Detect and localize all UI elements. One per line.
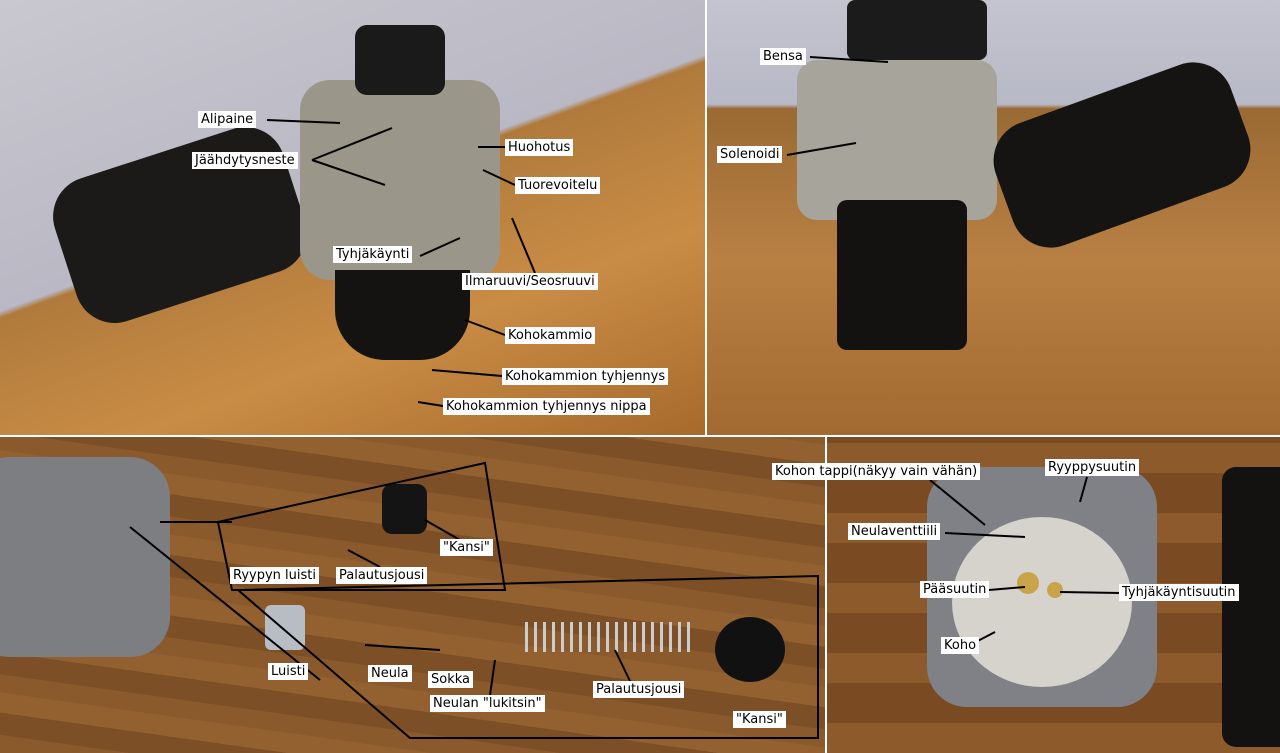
photo-disassembled-parts [0,437,825,753]
label-alipaine: Alipaine [198,111,257,128]
photo-float-chamber [827,437,1280,753]
photo-carburetor-side [0,0,705,435]
label-bensa: Bensa [760,48,806,65]
carburetor-body [797,60,997,220]
label-tuorevoitelu: Tuorevoitelu [515,177,601,194]
label-sokka: Sokka [428,671,473,688]
label-koho: Koho [941,637,980,654]
label-tyhjakayntisuutin: Tyhjäkäyntisuutin [1119,584,1239,601]
label-solenoidi: Solenoidi [717,146,783,163]
label-kohokammio: Kohokammio [505,327,596,344]
label-paasuutin: Pääsuutin [920,581,990,598]
label-palautusjousi: Palautusjousi [593,681,685,698]
manifold [1222,467,1280,747]
intake-manifold [42,116,318,334]
label-jaahdytysneste: Jäähdytysneste [192,152,298,169]
spring [525,622,695,652]
cap [847,0,987,60]
label-kohokammion-tyhjennys-nippa: Kohokammion tyhjennys nippa [443,398,650,415]
label-kansi-small: "Kansi" [440,539,493,556]
label-tyhjakaynti: Tyhjäkäynti [333,246,413,263]
slide [265,605,305,650]
label-luisti: Luisti [268,663,309,680]
label-huohotus: Huohotus [505,139,574,156]
label-kohokammion-tyhjennys: Kohokammion tyhjennys [502,368,669,385]
label-palautusjousi-small: Palautusjousi [336,567,428,584]
intake-manifold [982,51,1262,259]
label-ryypyn-luisti: Ryypyn luisti [230,567,319,584]
label-neula: Neula [368,665,412,682]
cap [355,25,445,95]
main-jet [1017,572,1039,594]
idle-jet [1047,582,1063,598]
float-bowl [335,270,470,360]
cap-small [382,484,427,534]
label-neulaventtiili: Neulaventtiili [848,523,941,540]
float-bowl [837,200,967,350]
photo-carburetor-front [707,0,1280,435]
label-neulan-lukitsin: Neulan "lukitsin" [430,695,545,712]
cap [715,617,785,682]
label-ilmaruuvi: Ilmaruuvi/Seosruuvi [462,273,598,290]
carburetor-body [0,457,170,657]
label-kansi: "Kansi" [733,711,786,728]
label-ryyppysuutin: Ryyppysuutin [1045,459,1140,476]
label-kohon-tappi: Kohon tappi(näkyy vain vähän) [772,463,981,480]
float [952,517,1132,687]
